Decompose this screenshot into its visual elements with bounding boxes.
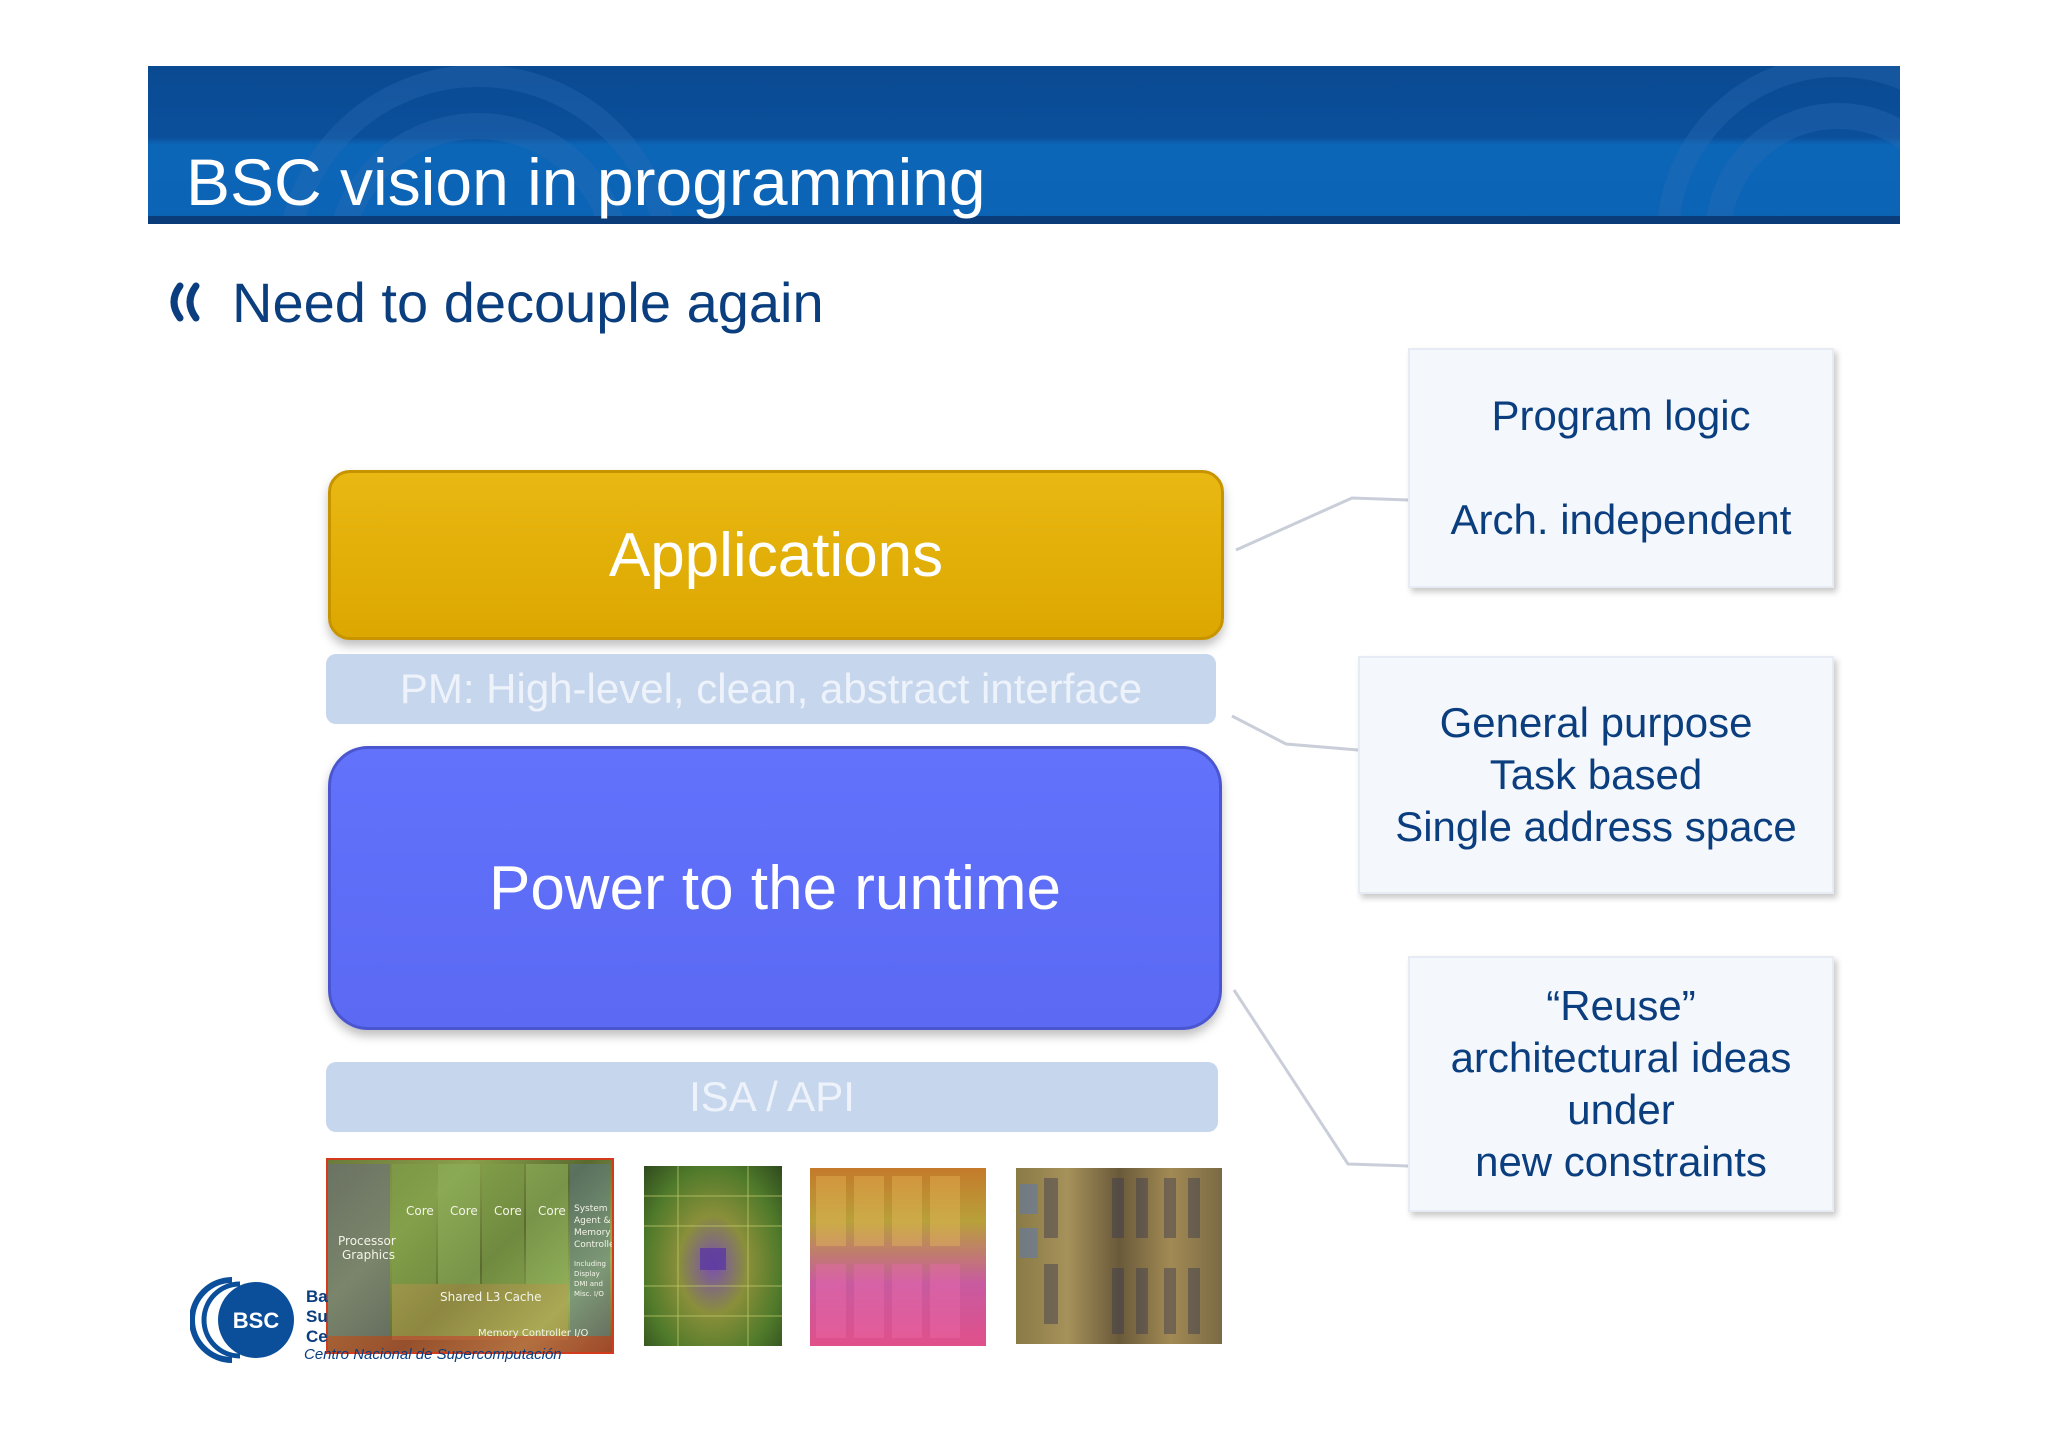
pm-interface-bar: PM: High-level, clean, abstract interfac… <box>326 654 1216 724</box>
title-banner <box>148 66 1900 224</box>
applications-label: Applications <box>608 520 944 590</box>
runtime-label: Power to the runtime <box>488 853 1062 923</box>
logo-name-fragment: Ba <box>306 1287 328 1306</box>
applications-layer: Applications <box>328 470 1224 640</box>
callout-line: new constraints <box>1475 1138 1767 1185</box>
chip-display-label: Display <box>574 1270 600 1278</box>
banner-bottom-line <box>148 216 1900 224</box>
chip-core-label: Core <box>494 1204 522 1218</box>
chip-die-image-4 <box>1016 1168 1222 1344</box>
callout-line: Program logic <box>1491 392 1751 439</box>
callout-line: General purpose <box>1439 699 1753 746</box>
chip-die-texture <box>816 1176 960 1338</box>
callout-line: architectural ideas <box>1450 1034 1792 1081</box>
bsc-logo: BSC <box>190 1277 294 1363</box>
banner-arc-decoration <box>281 66 1900 224</box>
chip-display-label: DMI and <box>574 1280 603 1288</box>
chip-core-label: Core <box>450 1204 478 1218</box>
callout-line: Task based <box>1489 751 1703 798</box>
pm-interface-label: PM: High-level, clean, abstract interfac… <box>399 665 1143 712</box>
callout-program-logic: Program logic Arch. independent <box>1408 348 1834 588</box>
isa-api-bar: ISA / API <box>326 1062 1218 1132</box>
callout-line: Single address space <box>1395 803 1797 850</box>
chip-die-texture <box>644 1166 782 1346</box>
chip-processor-graphics-label: Graphics <box>342 1248 395 1262</box>
chip-processor-graphics-label: Processor <box>338 1234 396 1248</box>
chip-core-label: Core <box>406 1204 434 1218</box>
chip-die-image-1: Core Core Core Core Processor Graphics S… <box>326 1158 614 1354</box>
callout-reuse: “Reuse” architectural ideas under new co… <box>1408 956 1834 1212</box>
chip-die-image-2 <box>644 1166 782 1346</box>
chip-display-label: Misc. I/O <box>574 1290 604 1298</box>
chip-system-agent-label: System <box>574 1204 608 1214</box>
chip-core-label: Core <box>538 1204 566 1218</box>
callout-line: Arch. independent <box>1450 496 1792 543</box>
logo-tagline: Centro Nacional de Supercomputación <box>304 1346 562 1363</box>
logo-name-fragment: Ce <box>306 1327 328 1346</box>
bsc-logo-mark: BSC <box>233 1308 280 1333</box>
chip-display-label: Including <box>574 1260 606 1268</box>
chip-die-texture <box>1020 1178 1200 1334</box>
callout-line: “Reuse” <box>1546 982 1696 1029</box>
chip-system-agent-label: Controller <box>574 1240 614 1250</box>
bullet-icon <box>170 282 200 322</box>
chip-die-image-3 <box>810 1168 986 1346</box>
chip-shared-cache-label: Shared L3 Cache <box>440 1290 542 1304</box>
isa-api-label: ISA / API <box>689 1073 855 1120</box>
bullet-text: Need to decouple again <box>232 271 824 334</box>
chip-system-agent-label: Agent & <box>574 1216 611 1226</box>
chip-die-texture <box>328 1164 612 1352</box>
slide-title: BSC vision in programming <box>186 145 986 219</box>
chip-memory-controller-label: Memory Controller I/O <box>478 1328 589 1339</box>
callout-general-purpose: General purpose Task based Single addres… <box>1358 656 1834 894</box>
logo-name-fragment: Su <box>306 1307 328 1326</box>
callout-line: under <box>1567 1086 1675 1133</box>
chip-system-agent-label: Memory <box>574 1228 611 1238</box>
runtime-layer: Power to the runtime <box>328 746 1222 1030</box>
